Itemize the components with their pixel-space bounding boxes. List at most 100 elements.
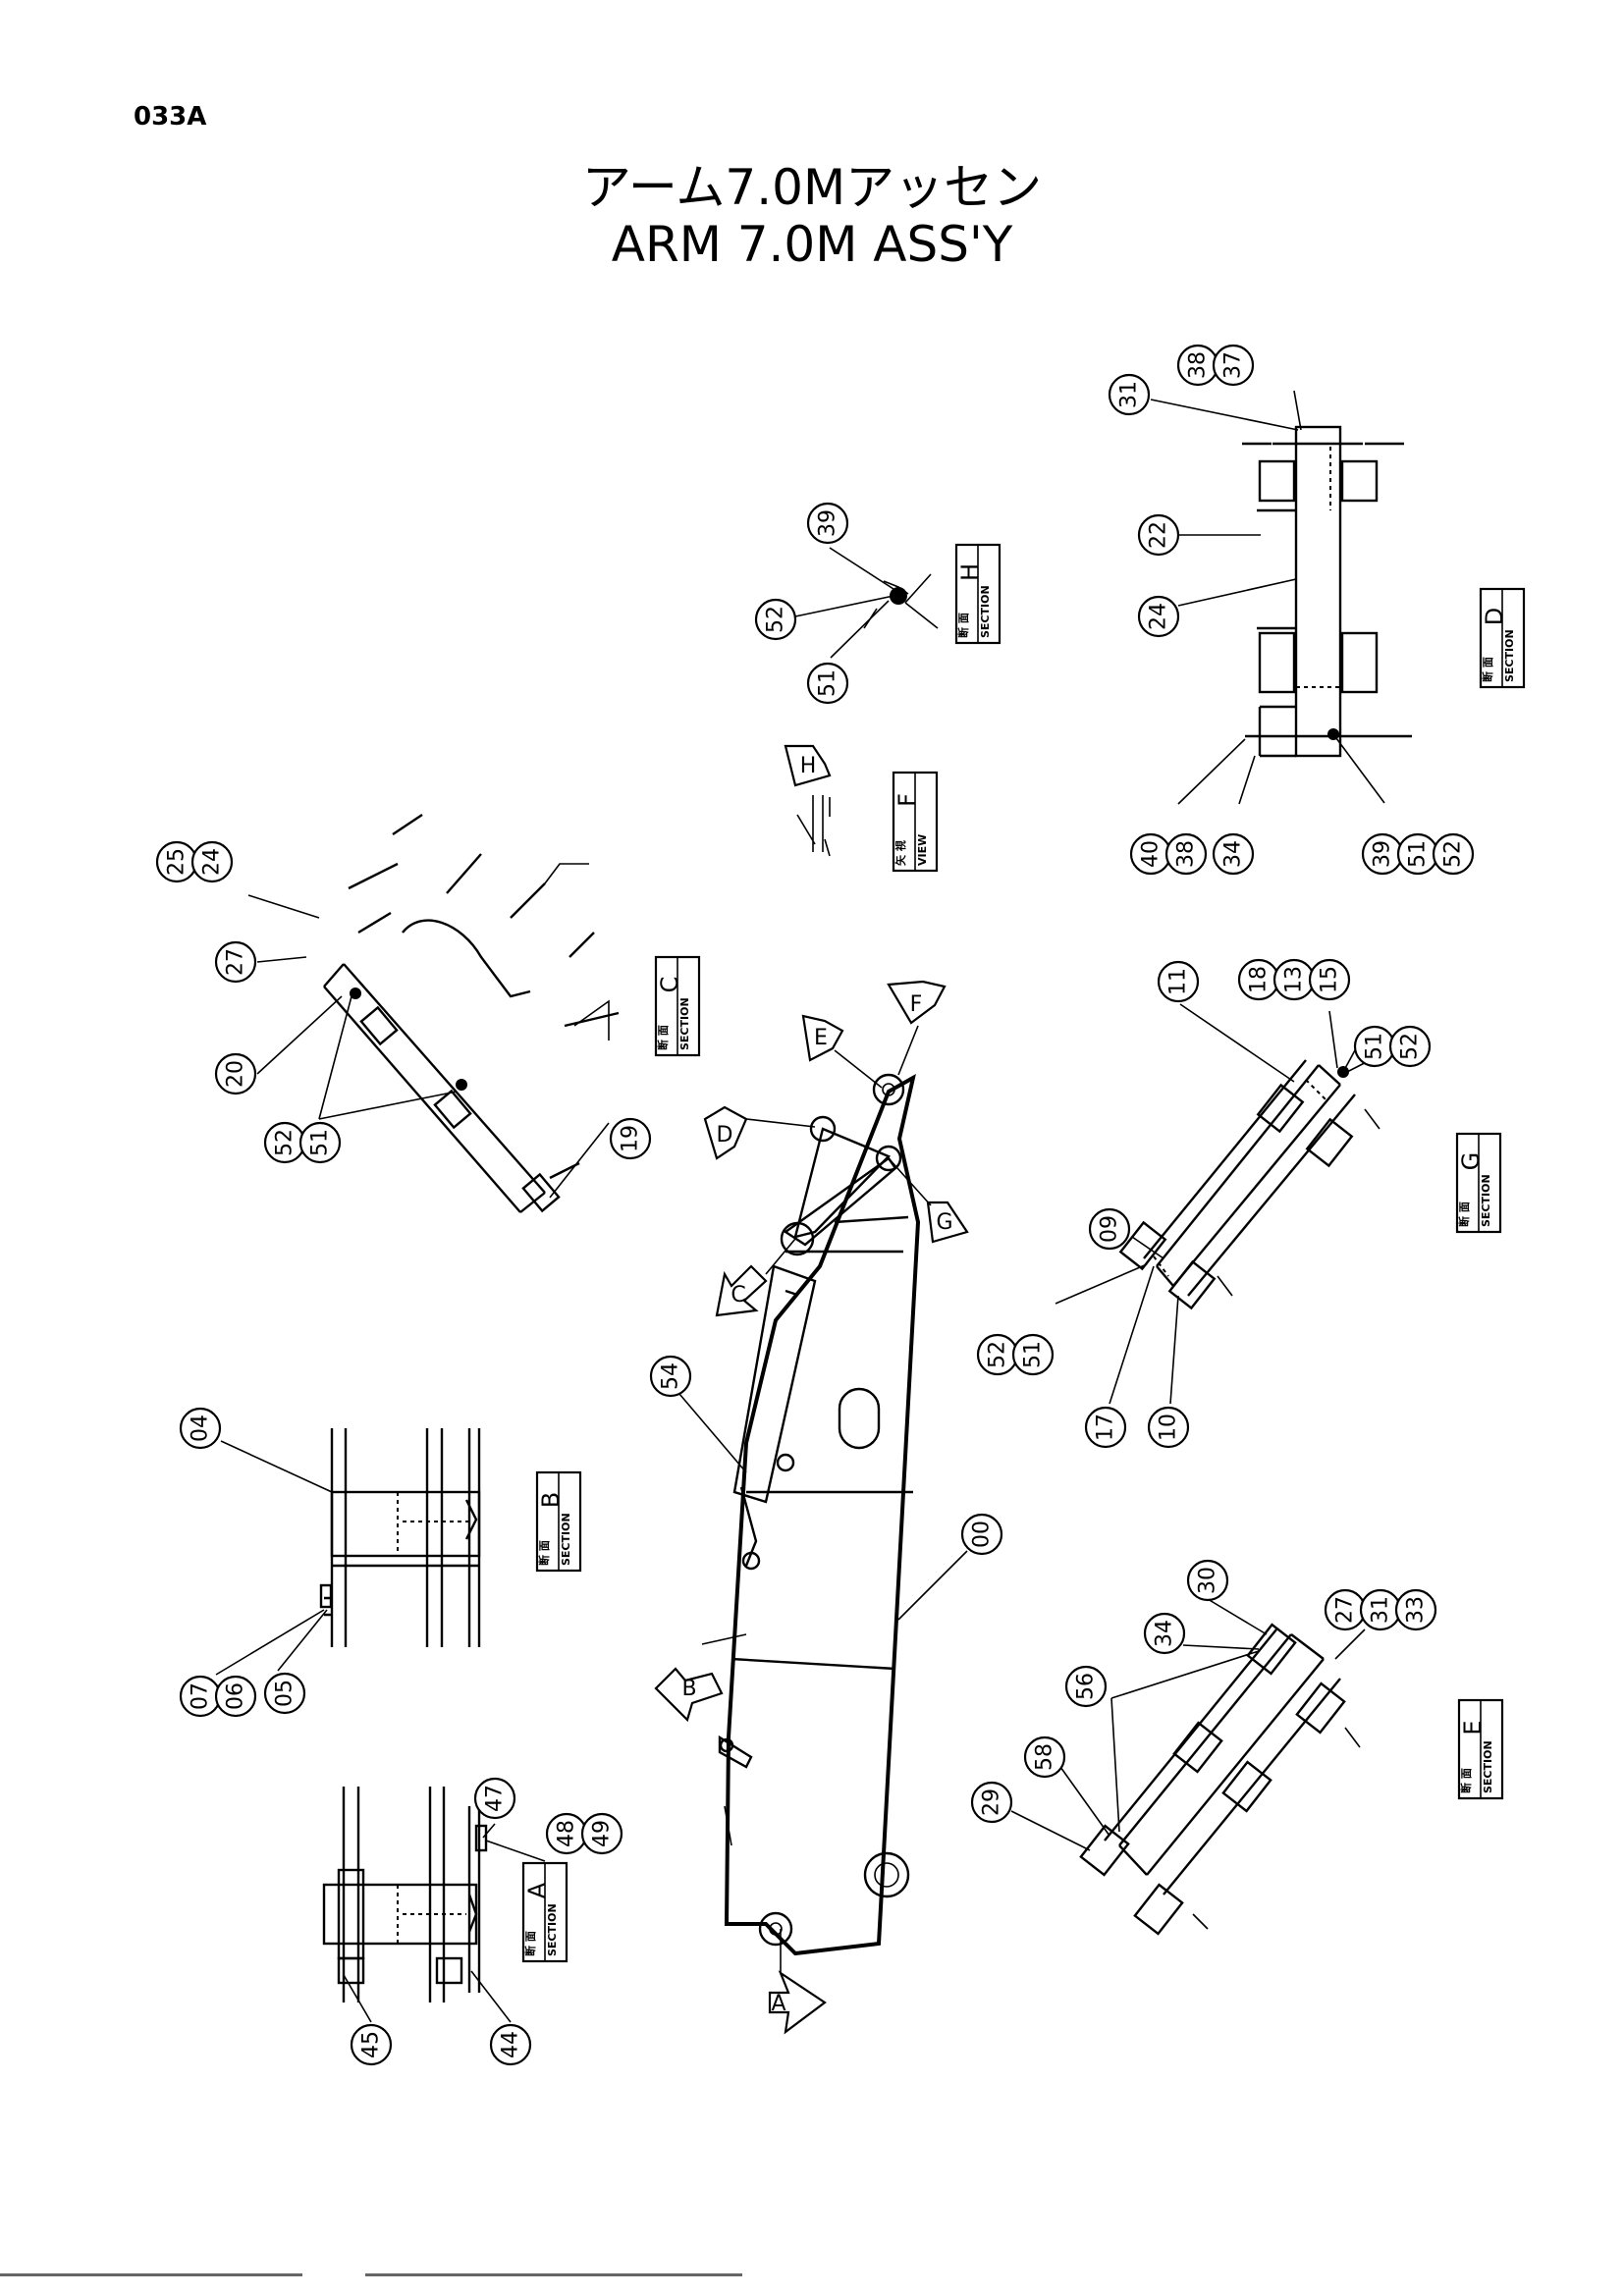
callout-18: 19 xyxy=(609,1117,652,1160)
section-d-detail xyxy=(1242,425,1412,758)
svg-text:06: 06 xyxy=(224,1682,248,1710)
svg-text:G: G xyxy=(936,1210,952,1235)
section-h-detail xyxy=(863,573,939,629)
svg-text:VIEW: VIEW xyxy=(916,834,929,866)
callout-05: 05 xyxy=(263,1672,306,1715)
svg-text:SECTION: SECTION xyxy=(546,1903,559,1956)
callout-54: 54 xyxy=(649,1355,692,1398)
svg-text:00: 00 xyxy=(970,1521,995,1548)
svg-text:05: 05 xyxy=(273,1680,298,1707)
marker-D: D xyxy=(703,1105,816,1160)
svg-text:52: 52 xyxy=(1441,840,1466,868)
svg-text:17: 17 xyxy=(1094,1414,1118,1441)
callout-09: 09 xyxy=(1088,1207,1131,1251)
callout-33: 31 xyxy=(1108,373,1151,416)
callout-51-d: 51 xyxy=(1396,832,1439,876)
svg-text:G: G xyxy=(1457,1152,1485,1171)
svg-text:44: 44 xyxy=(499,2031,523,2058)
callout-16: 18 xyxy=(1237,958,1280,1001)
svg-text:27: 27 xyxy=(1333,1596,1358,1624)
svg-text:矢 視: 矢 視 xyxy=(893,840,907,866)
callout-13: 13 xyxy=(1272,958,1316,1001)
svg-text:47: 47 xyxy=(483,1785,508,1812)
marker-B: B xyxy=(654,1633,747,1723)
svg-text:38: 38 xyxy=(1186,351,1211,379)
section-c-detail xyxy=(323,814,620,1213)
marker-F: F xyxy=(887,980,947,1076)
callout-51-h: 51 xyxy=(806,662,849,705)
page-code: 033A xyxy=(134,102,207,132)
svg-text:10: 10 xyxy=(1157,1414,1181,1441)
svg-text:33: 33 xyxy=(1404,1596,1429,1624)
section-box-e: 断 面 SECTION E xyxy=(1457,1698,1504,1800)
svg-text:30: 30 xyxy=(1196,1567,1220,1594)
svg-text:C: C xyxy=(656,977,683,993)
svg-text:D: D xyxy=(1481,608,1508,625)
callout-58: 58 xyxy=(1023,1735,1066,1779)
svg-text:25: 25 xyxy=(165,848,189,876)
callout-10: 10 xyxy=(1147,1406,1190,1449)
callout-11: 11 xyxy=(1157,960,1200,1003)
svg-text:A: A xyxy=(523,1882,551,1898)
svg-text:E: E xyxy=(814,1026,828,1050)
footer-rule-left xyxy=(0,2273,302,2276)
svg-text:56: 56 xyxy=(1074,1673,1099,1700)
callout-00: 00 xyxy=(960,1513,1003,1556)
callout-52-h: 52 xyxy=(754,598,797,641)
svg-text:22: 22 xyxy=(1147,521,1171,549)
svg-text:D: D xyxy=(717,1123,733,1148)
callout-47: 47 xyxy=(473,1777,516,1820)
svg-text:52: 52 xyxy=(273,1129,298,1156)
svg-text:B: B xyxy=(681,1677,696,1701)
marker-C: C xyxy=(715,1238,796,1317)
svg-text:SECTION: SECTION xyxy=(1482,1740,1494,1793)
svg-text:31: 31 xyxy=(1117,381,1142,408)
svg-text:52: 52 xyxy=(986,1341,1010,1368)
svg-text:C: C xyxy=(731,1283,745,1308)
svg-text:H: H xyxy=(956,563,984,581)
callout-27: 30 xyxy=(1186,1559,1229,1602)
svg-text:45: 45 xyxy=(359,2031,384,2058)
svg-text:24: 24 xyxy=(1147,603,1171,630)
callout-44: 44 xyxy=(489,2023,532,2066)
svg-text:15: 15 xyxy=(1318,966,1342,993)
svg-text:断 面: 断 面 xyxy=(523,1931,537,1956)
callout-45: 45 xyxy=(350,2023,393,2066)
callout-30: 33 xyxy=(1394,1588,1437,1631)
callout-29: 31 xyxy=(1359,1588,1402,1631)
callout-48: 48 xyxy=(545,1812,588,1855)
title-english: ARM 7.0M ASS'Y xyxy=(611,216,1013,273)
svg-text:48: 48 xyxy=(555,1820,579,1847)
callout-24-c: 27 xyxy=(214,940,257,984)
svg-text:F: F xyxy=(910,992,923,1017)
svg-text:51: 51 xyxy=(1021,1341,1046,1368)
callout-51-g2: 51 xyxy=(1011,1333,1055,1376)
svg-text:断 面: 断 面 xyxy=(956,613,970,638)
callout-40: 40 xyxy=(1129,832,1172,876)
callout-38: 38 xyxy=(1164,832,1208,876)
svg-text:断 面: 断 面 xyxy=(1457,1201,1471,1227)
main-arm xyxy=(718,1073,921,1956)
callout-52-d: 52 xyxy=(1432,832,1475,876)
callout-17: 22 xyxy=(1137,513,1180,557)
section-e-detail xyxy=(1079,1623,1361,1936)
svg-text:52: 52 xyxy=(1398,1033,1423,1060)
callout-31: 34 xyxy=(1143,1612,1186,1655)
svg-text:E: E xyxy=(1459,1720,1487,1735)
svg-text:39: 39 xyxy=(1371,840,1395,868)
callout-24-e: 27 xyxy=(1324,1588,1367,1631)
callout-37: 38 xyxy=(1176,344,1219,387)
svg-text:SECTION: SECTION xyxy=(1480,1174,1492,1227)
svg-text:51: 51 xyxy=(1363,1033,1387,1060)
callout-04: 04 xyxy=(179,1407,222,1450)
callout-19: 20 xyxy=(214,1052,257,1095)
callout-52-c: 52 xyxy=(263,1121,306,1164)
callout-51-c: 51 xyxy=(298,1121,342,1164)
title-japanese: アーム7.0Mアッセン xyxy=(581,159,1043,216)
callout-14: 15 xyxy=(1308,958,1351,1001)
svg-text:39: 39 xyxy=(816,509,840,537)
svg-text:SECTION: SECTION xyxy=(678,997,691,1050)
svg-text:断 面: 断 面 xyxy=(1481,657,1494,682)
svg-text:54: 54 xyxy=(659,1362,683,1390)
